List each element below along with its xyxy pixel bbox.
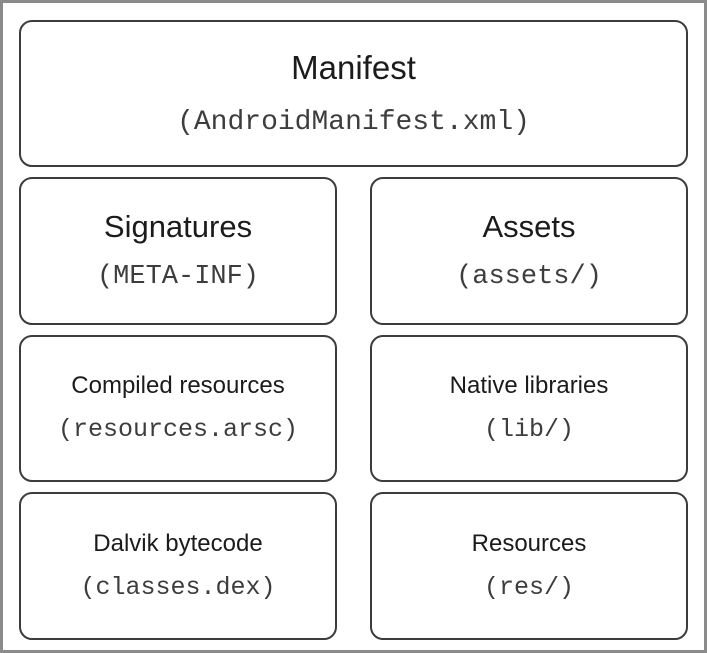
box-manifest: Manifest (AndroidManifest.xml) (19, 20, 688, 167)
box-manifest-title: Manifest (291, 48, 416, 86)
box-manifest-path: (AndroidManifest.xml) (177, 106, 530, 138)
box-compiled-resources: Compiled resources (resources.arsc) (19, 334, 337, 483)
diagram-grid: Manifest (AndroidManifest.xml) Signature… (19, 20, 688, 640)
box-resources: Resources (res/) (370, 492, 688, 640)
box-dalvik-bytecode: Dalvik bytecode (classes.dex) (19, 492, 337, 640)
box-dalvik-bytecode-path: (classes.dex) (80, 572, 276, 602)
box-native-libraries: Native libraries (lib/) (370, 334, 688, 483)
box-signatures: Signatures (META-INF) (19, 177, 337, 325)
box-signatures-path: (META-INF) (96, 262, 260, 293)
box-native-libraries-path: (lib/) (483, 414, 574, 444)
box-resources-title: Resources (471, 529, 587, 557)
box-signatures-title: Signatures (103, 209, 253, 245)
box-native-libraries-title: Native libraries (449, 372, 609, 400)
box-assets-path: (assets/) (456, 262, 602, 293)
box-compiled-resources-path: (resources.arsc) (57, 414, 299, 444)
box-resources-path: (res/) (483, 572, 574, 602)
box-assets: Assets (assets/) (370, 177, 688, 325)
box-compiled-resources-title: Compiled resources (71, 372, 285, 400)
box-dalvik-bytecode-title: Dalvik bytecode (93, 529, 263, 557)
box-assets-title: Assets (482, 209, 576, 245)
